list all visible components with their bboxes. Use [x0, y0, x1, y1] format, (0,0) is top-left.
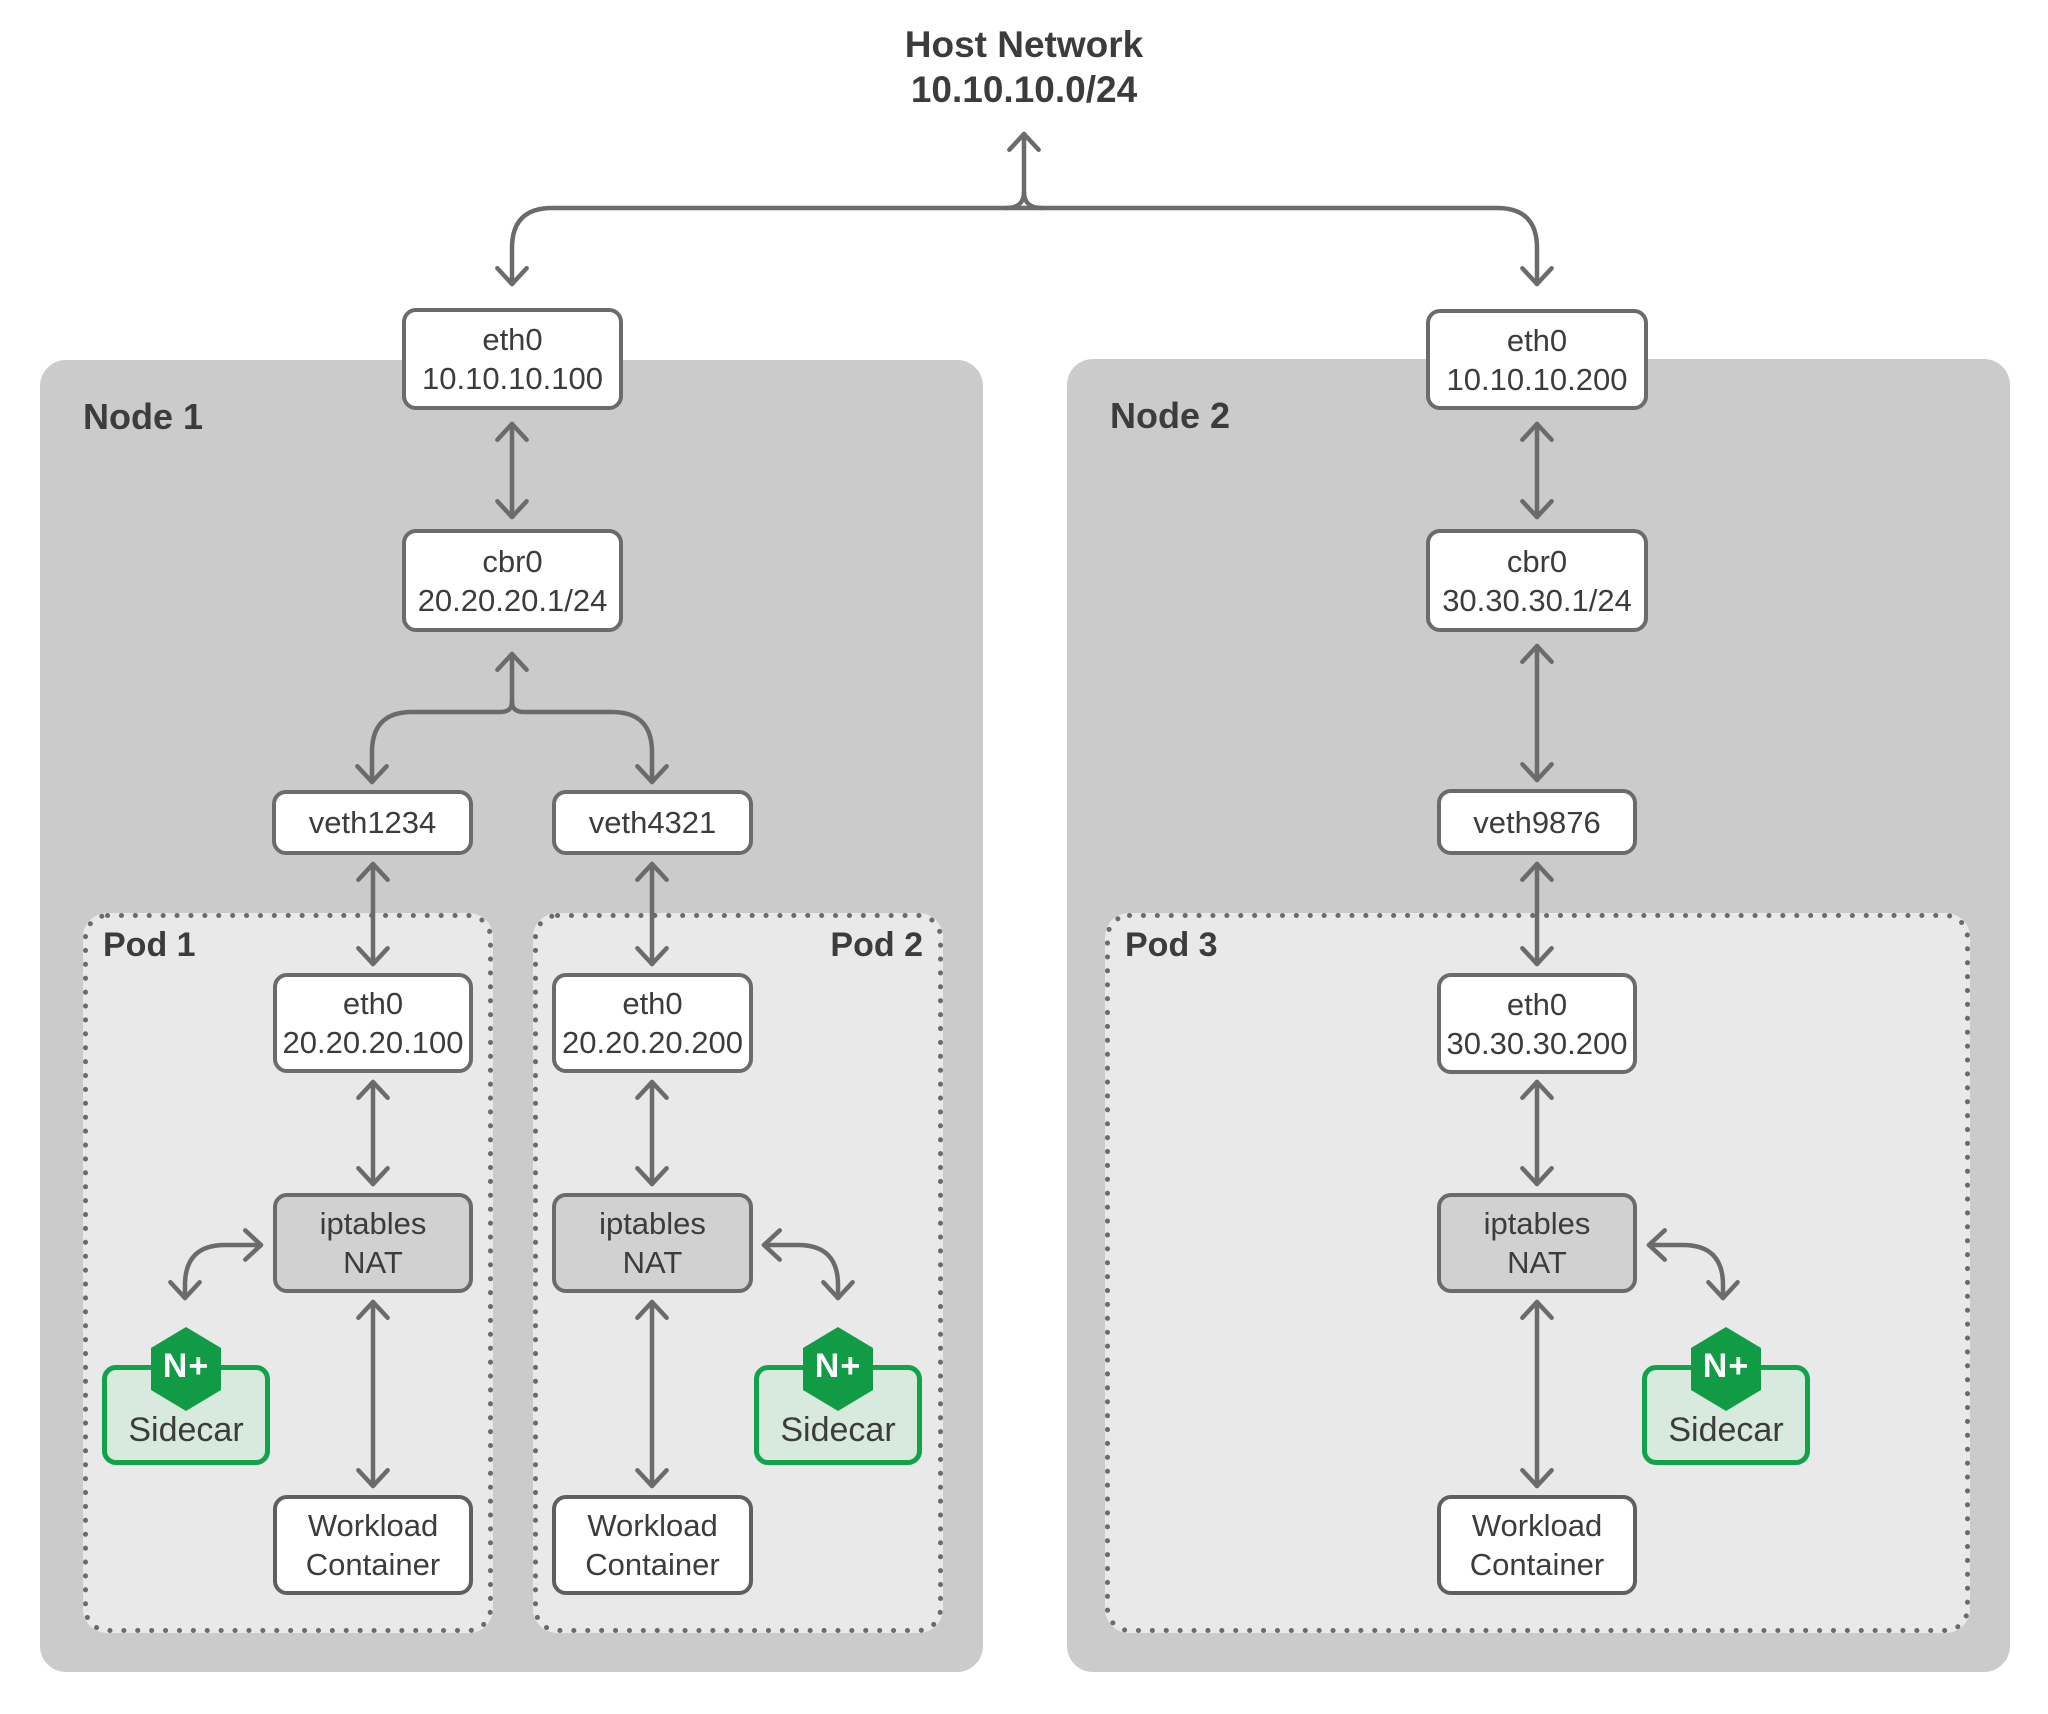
- pod1-eth0-ip: 20.20.20.100: [282, 1025, 464, 1060]
- nginx-plus-badge-text: N+: [814, 1346, 862, 1385]
- pod3-sidecar-label: Sidecar: [1668, 1411, 1784, 1449]
- node2-eth0-ip: 10.10.10.200: [1446, 361, 1628, 397]
- pod2-nat-label: NAT: [622, 1245, 683, 1280]
- pod1-label: Pod 1: [103, 926, 196, 964]
- veth9876-label: veth9876: [1473, 804, 1601, 840]
- pod2-sidecar-label: Sidecar: [780, 1411, 896, 1449]
- veth1234-label: veth1234: [308, 805, 437, 840]
- node1-cbr0-ip: 20.20.20.1/24: [417, 582, 608, 618]
- pod3-nat-label: NAT: [1507, 1245, 1567, 1280]
- connector-hostnet-flare-right: [1021, 189, 1045, 211]
- pod2-label: Pod 2: [830, 926, 923, 964]
- pod2-eth0-name: eth0: [622, 986, 683, 1021]
- host-network-subnet: 10.10.10.0/24: [910, 69, 1138, 110]
- node2-cbr0-ip: 30.30.30.1/24: [1442, 582, 1632, 618]
- host-network-title-line1: Host Network: [904, 24, 1144, 65]
- veth9876-box: veth9876: [1437, 789, 1637, 855]
- nginx-plus-badge-text: N+: [162, 1346, 210, 1385]
- node2-label: Node 2: [1110, 395, 1231, 436]
- pod2-eth0-ip: 20.20.20.200: [561, 1025, 743, 1060]
- pod1-sidecar-label: Sidecar: [128, 1411, 244, 1449]
- veth4321-label: veth4321: [588, 805, 717, 840]
- pod1-sidecar-box: N+ Sidecar: [102, 1327, 270, 1465]
- pod3-label: Pod 3: [1125, 926, 1218, 964]
- nginx-plus-icon: N+: [803, 1327, 873, 1411]
- pod2-dotted-border: [533, 913, 943, 1633]
- host-network-title: Host Network 10.10.10.0/24: [774, 22, 1274, 112]
- node2-eth0-box: eth0 10.10.10.200: [1426, 309, 1648, 410]
- node1-eth0-ip: 10.10.10.100: [421, 361, 603, 396]
- connector-hostnet-to-node1-eth0: [495, 205, 1027, 287]
- connector-hostnet-flare-left: [1003, 189, 1027, 211]
- pod1-iptables-nat-box: iptables NAT: [273, 1193, 473, 1293]
- pod2-eth0-box: eth0 20.20.20.200: [552, 973, 753, 1073]
- pod1-dotted-border: [83, 913, 493, 1633]
- pod3-workload-line2: Container: [1469, 1547, 1605, 1582]
- pod3-eth0-box: eth0 30.30.30.200: [1437, 973, 1637, 1074]
- pod1-iptables-label: iptables: [319, 1206, 427, 1241]
- node1-cbr0-box: cbr0 20.20.20.1/24: [402, 529, 623, 632]
- pod2-iptables-nat-box: iptables NAT: [552, 1193, 753, 1293]
- pod2-iptables-label: iptables: [599, 1206, 706, 1241]
- pod3-sidecar-box: N+ Sidecar: [1642, 1327, 1810, 1465]
- pod2-workload-line1: Workload: [587, 1508, 718, 1543]
- nginx-plus-icon: N+: [1691, 1327, 1761, 1411]
- node2-cbr0-name: cbr0: [1506, 543, 1568, 579]
- node1-eth0-name: eth0: [482, 322, 543, 357]
- pod3-iptables-label: iptables: [1483, 1206, 1591, 1241]
- node1-cbr0-name: cbr0: [482, 543, 543, 579]
- connector-hostnet-to-node2-eth0: [1021, 205, 1554, 287]
- pod2-workload-line2: Container: [585, 1547, 720, 1582]
- pod3-eth0-ip: 30.30.30.200: [1446, 1025, 1628, 1061]
- node2-cbr0-box: cbr0 30.30.30.1/24: [1426, 529, 1648, 632]
- pod1-workload-line1: Workload: [307, 1508, 439, 1543]
- nginx-plus-badge-text: N+: [1702, 1346, 1750, 1385]
- pod2-workload-container-box: Workload Container: [552, 1495, 753, 1595]
- node1-label: Node 1: [83, 396, 204, 437]
- pod1-eth0-name: eth0: [342, 986, 404, 1021]
- pod1-nat-label: NAT: [343, 1245, 403, 1280]
- pod3-workload-line1: Workload: [1471, 1508, 1603, 1543]
- pod3-eth0-name: eth0: [1506, 986, 1568, 1022]
- pod1-workload-line2: Container: [305, 1547, 441, 1582]
- veth1234-box: veth1234: [272, 790, 473, 855]
- pod3-iptables-nat-box: iptables NAT: [1437, 1193, 1637, 1293]
- veth4321-box: veth4321: [552, 790, 753, 855]
- nginx-plus-icon: N+: [151, 1327, 221, 1411]
- pod1-eth0-box: eth0 20.20.20.100: [273, 973, 473, 1073]
- pod2-sidecar-box: N+ Sidecar: [754, 1327, 922, 1465]
- pod1-workload-container-box: Workload Container: [273, 1495, 473, 1595]
- pod3-workload-container-box: Workload Container: [1437, 1495, 1637, 1595]
- node2-eth0-name: eth0: [1506, 322, 1568, 358]
- node1-eth0-box: eth0 10.10.10.100: [402, 308, 623, 410]
